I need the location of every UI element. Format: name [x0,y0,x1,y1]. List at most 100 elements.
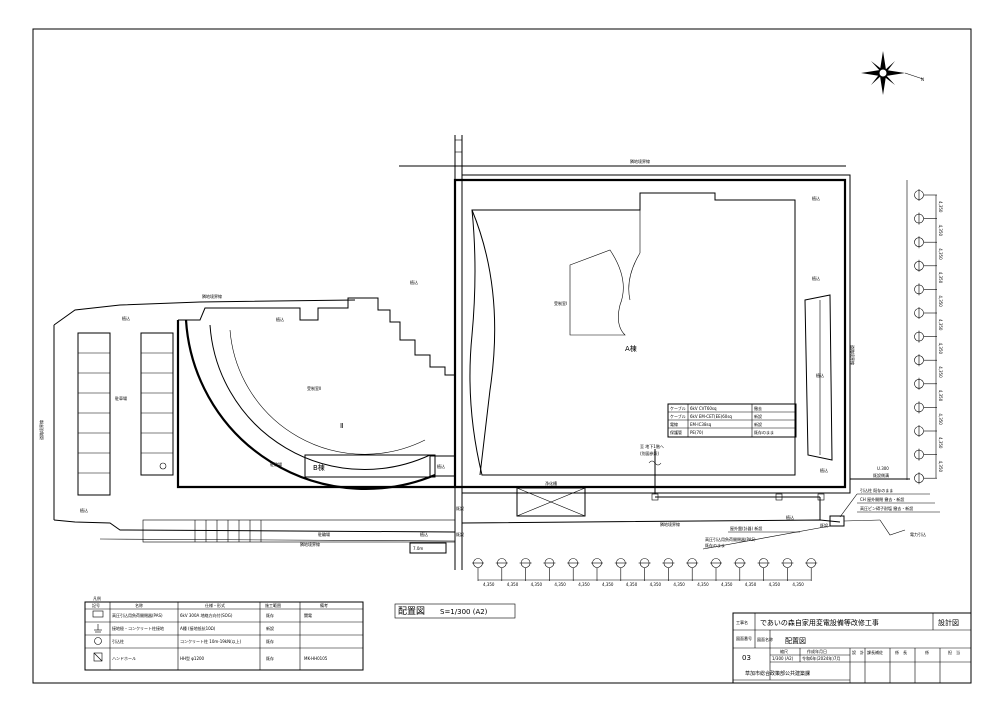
control-room-1-label: 受制室Ⅰ [554,300,567,306]
grid-marker-bottom [495,558,508,581]
boundary-left-top-label: 隣地境界線 [202,293,222,299]
manhole-label-3: 既設 [456,505,464,511]
drawing-scale: S=1/300 (A2) [440,608,488,616]
planting-label: 植込 [80,507,88,513]
right-dimension-label: 4,350 [938,201,943,213]
planting-label: 植込 [820,467,828,473]
boundary-left-label: 道路境界線 [38,420,44,440]
stairs-label: 7.0m [413,546,423,551]
underground-note: 至 地下1階へ [640,443,664,449]
a-building-label: A棟 [625,344,637,353]
scale-value: 1/300 (A2) [772,656,794,661]
grid-marker-bottom [591,558,603,581]
grid-marker-right [914,330,937,343]
legend-row-4-spec: HH型 φ1200 [180,655,205,661]
planting-label: 植込 [122,315,130,321]
grid-marker-right [914,401,937,414]
right-dimension-label: 4,350 [938,437,943,449]
cable-row-2-type: ケーブル [670,413,686,419]
cable-row-1-spec: 6kV CVT60sq [690,406,717,411]
bottom-dimension-label: 4,350 [626,582,638,587]
legend-row-4-note: MK-HH0105 [304,656,328,661]
legend-row-2-spec: A種 (接地抵抗10Ω) [180,625,216,631]
handhole-icon [93,652,103,662]
pole-notes: 引込柱 既存のまま CH 屋外開閉 撤去・新設 高圧ピン碍子耐塩 撤去・新設 電… [839,487,940,537]
pole-note-2: CH 屋外開閉 撤去・新設 [860,496,904,502]
grid-marker-bottom [733,558,746,581]
grid-marker-bottom [805,558,818,581]
grid-marker-right [914,259,937,272]
grid-marker-right [914,212,937,225]
legend-row-2-scope: 新設 [266,625,274,631]
bottom-dimension-label: 4,350 [792,582,804,587]
pas-switch-icon [92,610,104,618]
legend-row-4-scope: 既存 [266,655,274,661]
site-boundary-bottom [53,519,456,533]
grid-marker-right [914,472,937,485]
right-dimension-label: 4,350 [938,248,943,260]
right-dimension-label: 4,350 [938,366,943,378]
grid-marker-bottom [662,558,675,581]
arc-label: Ⅱ [340,422,343,430]
right-dimension-label: 4,350 [938,225,943,237]
b-building-label: B棟 [313,463,325,472]
right-dimension-label: 4,350 [938,390,943,402]
role-staff: 係 [925,649,929,655]
cable-row-3-action: 新設 [754,421,762,427]
corridor-lines [454,135,463,570]
bicycle-parking-label: 駐輪場 [270,461,282,467]
role-design: 設 計 [852,649,864,655]
bottom-steps [142,519,456,543]
right-dimension-label: 4,350 [938,295,943,307]
cable-row-3-type: 電線 [670,421,678,427]
grid-marker-bottom [710,558,722,581]
grid-marker-right [914,236,937,249]
pole-note-3: 高圧ピン碍子耐塩 撤去・新設 [860,505,913,511]
right-dimension-label: 4,350 [938,272,943,284]
legend-row-1-spec: 6kV 300A 地絡方向付(SOG) [180,612,233,618]
grid-marker-right [914,377,937,390]
planting-label: 植込 [812,195,820,201]
site-boundary-left-top [53,299,356,326]
title-block: 工事名 であいの森自家用変電設備等改修工事 設計図 図面番号 図面名称 配置図 … [732,612,972,684]
legend-header-note: 備考 [320,602,328,608]
bottom-dimension-label: 4,350 [578,582,590,587]
right-island [804,294,833,461]
cable-row-4-type: 保護管 [670,429,682,435]
grid-marker-right [914,448,937,461]
bottom-dimension-label: 4,350 [769,582,781,587]
grid-marker-bottom [519,558,532,581]
planting-label: 植込 [437,463,445,469]
a-building [469,192,796,476]
manhole-label-2: 既設 [456,531,464,537]
bottom-dimension-label: 4,350 [721,582,733,587]
bottom-dimension-label: 4,350 [650,582,662,587]
cable-row-2-action: 新設 [754,413,762,419]
planting-label: 植込 [812,275,820,281]
bottom-dimension-label: 4,350 [602,582,614,587]
sheet-border [32,28,972,684]
legend-header-scope: 施工範囲 [265,602,281,608]
parking-label: 駐車場 [115,395,127,401]
drawing-name: 配置図 [785,637,806,645]
planting-label: 植込 [816,372,824,378]
manhole-label: 既設 [820,522,828,528]
legend-row-1-name: 高圧引込用負荷開閉器(PAS) [112,612,163,618]
cable-row-2-spec: 6kV EM-CET(EE)60sq [690,414,732,419]
utility-pole [829,515,906,536]
legend-header-name: 名称 [135,602,143,608]
legend-row-3-scope: 既存 [266,638,274,644]
cable-row-4-action: 既存のまま [754,429,774,435]
grid-marker-bottom [686,558,699,581]
right-dimension-label: 4,350 [938,413,943,425]
grid-marker-right [914,307,937,319]
planting-label: 植込 [276,316,284,322]
document-type: 設計図 [938,618,959,627]
drawing-title: 配置図 [398,606,425,617]
stairs-box [409,542,447,554]
grid-marker-right [914,283,937,296]
planting-label: 植込 [786,514,794,520]
legend-caption: 凡例 [93,595,101,601]
meter-box-note: 屋外盤(計器) 新設 [730,525,762,531]
